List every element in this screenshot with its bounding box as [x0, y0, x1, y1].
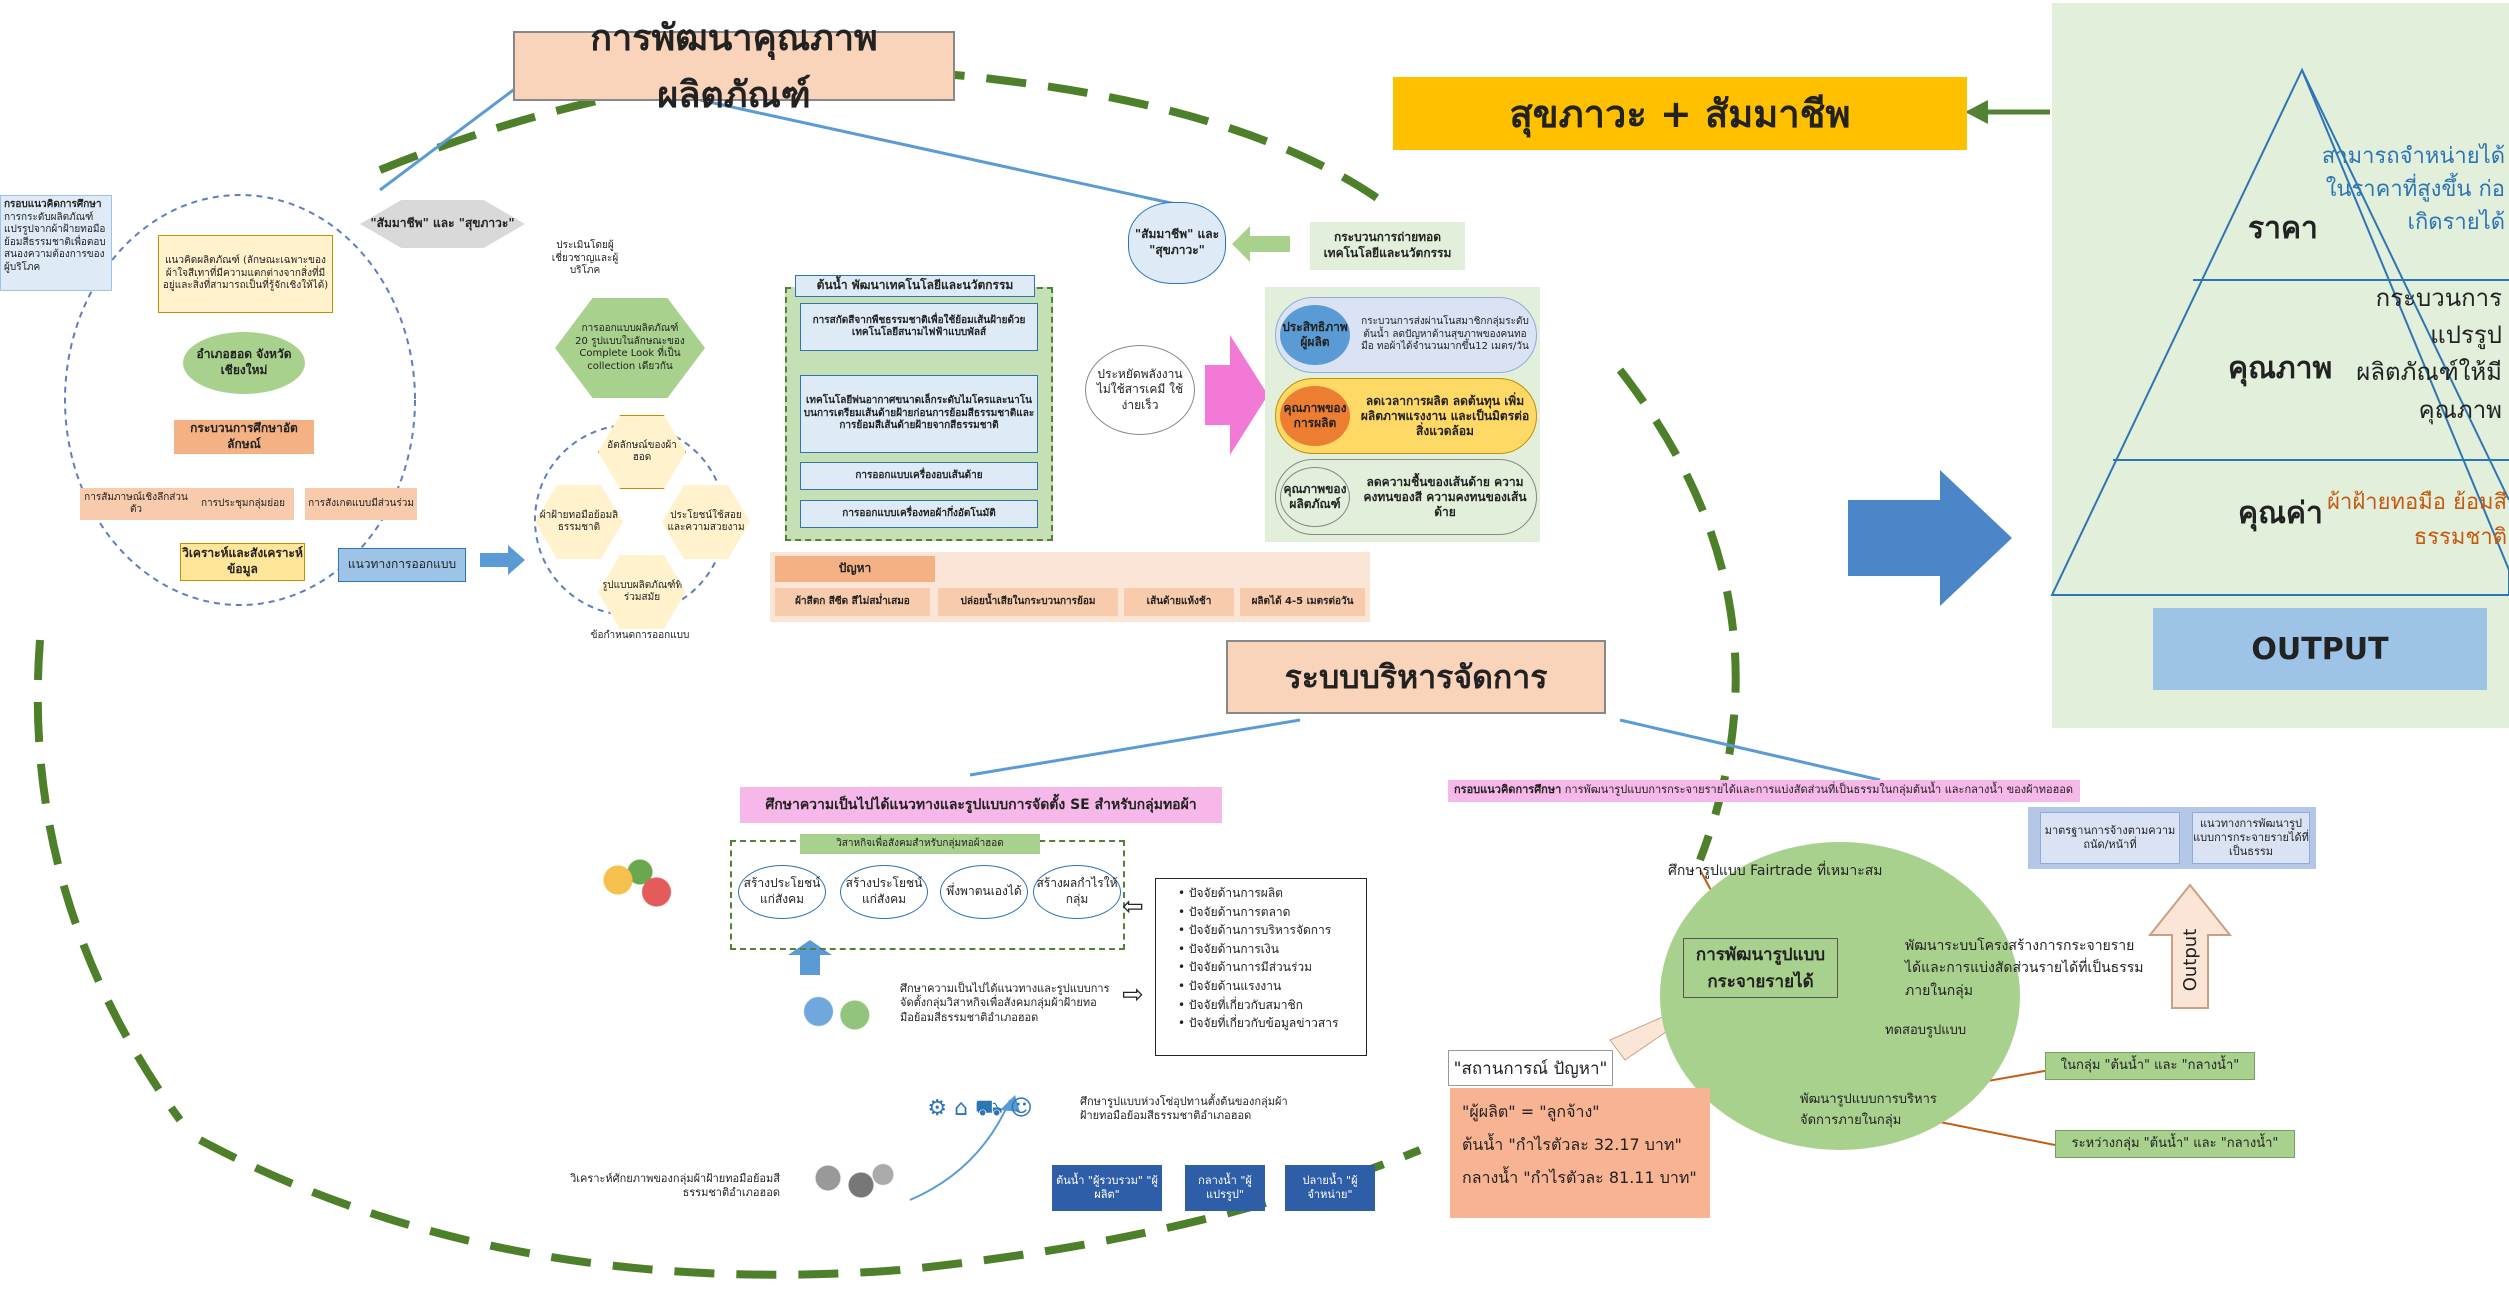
test-model-text: ทดสอบรูปแบบ: [1885, 1023, 1967, 1038]
crowd-illustration-top: [585, 848, 695, 928]
problem-label: ปัญหา: [775, 556, 935, 582]
tech-item-4: การออกแบบเครื่องทอผ้ากึ่งอัตโนมัติ: [800, 500, 1038, 528]
se-header: ศึกษาความเป็นไปได้แนวทางและรูปแบบการจัดต…: [740, 787, 1222, 823]
factor-item: • ปัจจัยด้านแรงงาน: [1178, 978, 1282, 993]
goal-1: สร้างประโยชน์แก่สังคม: [738, 865, 826, 919]
framework-box: กรอบแนวคิดการศึกษา การกระดับผลิตภัณฑ์แปร…: [0, 195, 112, 291]
pyramid-shape: [2050, 67, 2509, 596]
goal-header: วิสาหกิจเพื่อสังคมสำหรับกลุ่มทอผ้าฮอด: [800, 834, 1040, 854]
situation-line-3: กลางน้ำ "กำไรตัวละ 81.11 บาท": [1462, 1167, 1697, 1187]
row2-label: คุณภาพของการผลิต: [1280, 386, 1350, 446]
people-illustration: [795, 1150, 905, 1220]
management-title: ระบบบริหารจัดการ: [1226, 640, 1606, 714]
big-blue-arrow: [1848, 470, 2012, 606]
problem-4: ผลิตได้ 4-5 เมตรต่อวัน: [1240, 588, 1365, 616]
output-up-arrow: [2147, 883, 2233, 1009]
tech-item-1: การสกัดสีจากพืชธรรมชาติเพื่อใช้ย้อมเส้นฝ…: [800, 303, 1038, 351]
problem-1: ผ้าสีตก สีซีด สีไม่สม่ำเสมอ: [775, 588, 930, 616]
pink-arrow: [1205, 335, 1268, 455]
within-group-box: ในกลุ่ม "ต้นน้ำ" และ "กลางน้ำ": [2045, 1052, 2255, 1080]
stage-downstream: ปลายน้ำ "ผู้จำหน่าย": [1285, 1165, 1375, 1211]
framework-title: กรอบแนวคิดการศึกษา: [4, 199, 102, 210]
problem-2: ปล่อยน้ำเสียในกระบวนการย้อม: [938, 588, 1118, 616]
hex-cotton: ผ้าฝ้ายทอมือย้อมสีธรรมชาติ: [535, 485, 623, 559]
hex-identity: อัตลักษณ์ของผ้าฮอด: [598, 415, 686, 489]
factor-item: • ปัจจัยด้านการผลิต: [1178, 886, 1283, 900]
pyramid-level3-label: คุณค่า: [2238, 496, 2323, 531]
output-arrow-label: Output: [2179, 928, 2201, 992]
row2-text: ลดเวลาการผลิต ลดต้นทุน เพิ่มผลิตภาพแรงงา…: [1360, 393, 1530, 438]
framework-text: การกระดับผลิตภัณฑ์แปรรูปจากผ้าฝ้ายทอมือย…: [4, 211, 106, 273]
chain-text: ศึกษารูปแบบห่วงโซ่อุปทานตั้งต้นของกลุ่มผ…: [1080, 1095, 1288, 1123]
factor-item: • ปัจจัยด้านการเงิน: [1178, 941, 1279, 956]
factor-item: • ปัจจัยที่เกี่ยวกับข้อมูลข่าวสาร: [1178, 1016, 1339, 1031]
hex-utility: ประโยชน์ใช้สอยและความสวยงาม: [662, 485, 750, 559]
income-header: กรอบแนวคิดการศึกษา การพัฒนารูปแบบการกระจ…: [1448, 780, 2080, 802]
amphoe-oval: อำเภอฮอด จังหวัดเชียงใหม่: [183, 332, 305, 394]
health-banner: สุขภาวะ + สัมมาชีพ: [1393, 77, 1967, 150]
stage-upstream: ต้นน้ำ "ผู้รวบรวม" "ผู้ผลิต": [1052, 1165, 1162, 1211]
pyramid-level1-label: ราคา: [2248, 211, 2318, 246]
output-box: OUTPUT: [2153, 608, 2487, 690]
method1-box: การสัมภาษณ์เชิงลึกส่วนตัว: [80, 488, 192, 520]
goal-2: สร้างประโยชน์แก่สังคม: [840, 865, 928, 919]
energy-oval: ประหยัดพลังงาน ไม่ใช้สารเคมี ใช้ง่ายเร็ว: [1085, 345, 1195, 435]
standard-box: มาตรฐานการจ้างตามความถนัด/หน้าที่: [2040, 812, 2180, 864]
pyramid-level1-text: สามารถจำหน่ายได้ในราคาที่สูงขึ้น ก่อเกิด…: [2321, 144, 2505, 235]
tech-header: ต้นน้ำ พัฒนาเทคโนโลยีและนวัตกรรม: [795, 275, 1035, 297]
study-text: ศึกษาความเป็นไปได้แนวทางและรูปแบบการจัดต…: [900, 982, 1110, 1024]
tech-item-3: การออกแบบเครื่องอบเส้นด้าย: [800, 462, 1038, 490]
consumer-note: ประเมินโดยผู้เชี่ยวชาญและผู้บริโภค: [551, 240, 619, 276]
dashed-ellipse-left: [33, 639, 184, 1123]
tech-item-2: เทคโนโลยีพ่นอากาศขนาดเล็กระดับไมโครและนา…: [800, 375, 1038, 453]
income-header-bold: กรอบแนวคิดการศึกษา: [1454, 783, 1562, 796]
factor-item: • ปัจจัยด้านการบริหารจัดการ: [1178, 923, 1332, 938]
situation-box: "สถานการณ์ ปัญหา": [1448, 1050, 1613, 1086]
design-concept-box: แนวทางการออกแบบ: [338, 548, 466, 582]
problem-3: เส้นด้ายแห้งช้า: [1124, 588, 1234, 616]
hollow-arrow-right: ⇨: [1122, 980, 1144, 1010]
stage-midstream: กลางน้ำ "ผู้แปรรูป": [1185, 1165, 1265, 1211]
income-oval: [1660, 842, 2020, 1150]
develop-structure-text: พัฒนาระบบโครงสร้างการกระจายรายได้และการแ…: [1905, 938, 2144, 999]
chain-icons: ⚙ ⌂ ⛟ ☺: [927, 1096, 1033, 1121]
row3-label: คุณภาพของผลิตภัณฑ์: [1280, 467, 1350, 527]
situation-panel: "ผู้ผลิต" = "ลูกจ้าง" ต้นน้ำ "กำไรตัวละ …: [1450, 1088, 1710, 1218]
goal-4: สร้างผลกำไรให้กลุ่ม: [1033, 865, 1121, 919]
factor-item: • ปัจจัยด้านการมีส่วนร่วม: [1178, 960, 1313, 975]
guide-box: แนวทางการพัฒนารูปแบบการกระจายรายได้ที่เป…: [2192, 812, 2310, 864]
center-box: การพัฒนารูปแบบกระจายรายได้: [1683, 938, 1838, 998]
pyramid-level3-text: ผ้าฝ้ายทอมือ ย้อมสีธรรมชาติ: [2327, 490, 2507, 551]
row1-text: กระบวนการส่งผ่านโนสมาชิกกลุ่มระดับต้นน้ำ…: [1361, 316, 1529, 353]
analyze-box: วิเคราะห์และสังเคราะห์ข้อมูล: [180, 543, 305, 581]
method3-box: การสังเกตแบบมีส่วนร่วม: [305, 488, 417, 520]
crowd-illustration-mid: [780, 980, 890, 1050]
situation-line-1: "ผู้ผลิต" = "ลูกจ้าง": [1462, 1102, 1600, 1121]
pyramid-level2-text: กระบวนการแปรรูปผลิตภัณฑ์ให้มีคุณภาพ: [2356, 284, 2502, 424]
situation-line-2: ต้นน้ำ "กำไรตัวละ 32.17 บาท": [1462, 1134, 1682, 1154]
process-box: กระบวนการศึกษาอัตลักษณ์: [174, 420, 314, 454]
method2-box: การประชุมกลุ่มย่อย: [192, 488, 294, 520]
factor-list: • ปัจจัยด้านการผลิต • ปัจจัยด้านการตลาด …: [1155, 878, 1367, 1056]
bubble-top: "สัมมาชีพ" และ "สุขภาวะ": [360, 200, 525, 248]
row1-label: ประสิทธิภาพผู้ผลิต: [1280, 305, 1350, 365]
income-header-rest: การพัฒนารูปแบบการกระจายรายได้และการแบ่งส…: [1564, 783, 2074, 796]
row3-text: ลดความชื้นของเส้นด้าย ความคงทนของสี ความ…: [1363, 474, 1527, 519]
goal-3: พึ่งพาตนเองได้: [940, 865, 1028, 919]
transfer-box: กระบวนการถ่ายทอดเทคโนโลยีและนวัตกรรม: [1310, 222, 1465, 270]
dashed-ellipse-top: [378, 66, 1383, 204]
concept-box: แนวคิดผลิตภัณฑ์ (ลักษณะเฉพาะของผ้าใจสีเท…: [158, 235, 333, 313]
between-group-box: ระหว่างกลุ่ม "ต้นน้ำ" และ "กลางน้ำ": [2055, 1130, 2295, 1158]
fairtrade-text: ศึกษารูปแบบ Fairtrade ที่เหมาะสม: [1668, 863, 1883, 879]
factor-item: • ปัจจัยที่เกี่ยวกับสมาชิก: [1178, 997, 1303, 1012]
hollow-arrow-left: ⇦: [1122, 892, 1144, 922]
develop-mgmt-text: พัฒนารูปแบบการบริหารจัดการภายในกลุ่ม: [1800, 1092, 1937, 1128]
pyramid-level2-label: คุณภาพ: [2228, 351, 2333, 386]
quality-title: การพัฒนาคุณภาพผลิตภัณฑ์: [513, 18, 955, 116]
factor-item: • ปัจจัยด้านการตลาด: [1178, 904, 1291, 919]
analysis-text: วิเคราะห์ศักยภาพของกลุ่มผ้าฝ้ายทอมือย้อม…: [570, 1172, 780, 1200]
hex-modern: รูปแบบผลิตภัณฑ์ที่ร่วมสมัย: [598, 555, 686, 629]
cloud-bubble: "สัมมาชีพ" และ "สุขภาวะ": [1128, 202, 1226, 284]
hex-caption: ข้อกำหนดการออกแบบ: [590, 630, 690, 641]
